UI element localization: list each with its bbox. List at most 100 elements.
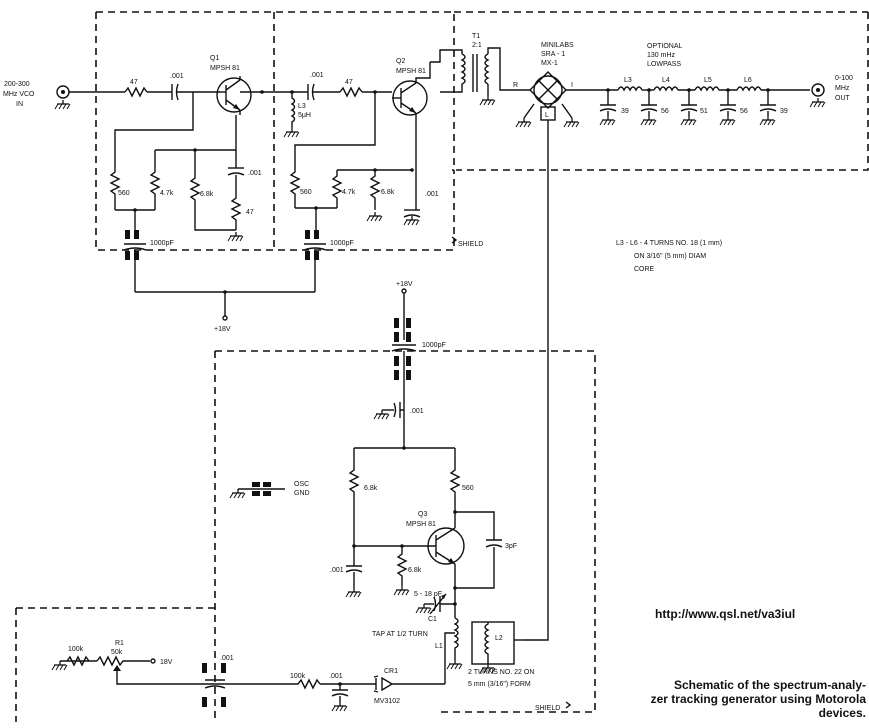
c001-g-label: .001 (329, 673, 343, 680)
out-label-3: OUT (835, 95, 851, 102)
v18-bot-label: 18V (160, 659, 173, 666)
vco-input-label-1: 200-300 (4, 81, 30, 88)
c39a-label: 39 (621, 108, 629, 115)
caption-line-1: Schematic of the spectrum-analy- (673, 678, 866, 692)
q2-type: MPSH 81 (396, 68, 426, 75)
l2-note-2: 5 mm (3/16") FORM (468, 681, 531, 688)
transistor-q1 (216, 76, 252, 115)
c001-b-label: .001 (330, 567, 344, 574)
r6k8-a-label: 6.8k (200, 191, 214, 198)
resistor-47-input (124, 86, 148, 98)
c001-mid-label: .001 (310, 72, 324, 79)
varactor-shield-box (15, 607, 215, 722)
tap-label: TAP AT 1/2 TURN (372, 631, 428, 638)
capacitor-001-g (331, 684, 349, 712)
c3pf-label: 3pF (505, 543, 517, 550)
q1-label: Q1 (210, 55, 219, 62)
feedthrough-cap-2 (303, 230, 327, 292)
feedthrough-cap-ft (202, 663, 226, 707)
l1-label: L1 (435, 643, 443, 650)
c001-e2-label: .001 (425, 191, 439, 198)
transistor-q2 (392, 80, 428, 116)
lpf-label-3: LOWPASS (647, 61, 681, 68)
mixer-r-label: R (513, 82, 518, 89)
choke-l3 (283, 92, 300, 138)
capacitor-001-e1 (227, 167, 245, 176)
coil-note-2: ON 3/16" (5 mm) DIAM (634, 253, 706, 260)
resistor-47-e1 (230, 175, 242, 230)
resistor-100k-b (235, 678, 321, 690)
top-shield-box (95, 11, 869, 251)
feedthrough-cap-osc (391, 318, 417, 380)
resistor-6k8-a (189, 150, 236, 231)
r6k8-c-label: 6.8k (364, 485, 378, 492)
q3-type: MPSH 81 (406, 521, 436, 528)
ft2-label: 1000pF (330, 240, 354, 247)
r100k-b-label: 100k (290, 673, 306, 680)
t1-ratio: 2:1 (472, 42, 482, 49)
c51-label: 51 (700, 108, 708, 115)
v18-top-label: +18V (214, 326, 231, 333)
r4k7-b-label: 4.7k (342, 189, 356, 196)
osc-gnd-label-2: GND (294, 490, 310, 497)
shield-bot-label: SHIELD (535, 705, 560, 712)
resistor-560-a (109, 150, 121, 210)
c56b-label: 56 (740, 108, 748, 115)
out-label-1: 0-100 (835, 75, 853, 82)
transistor-q3 (402, 527, 465, 565)
shield-top-label: SHIELD (458, 241, 483, 248)
resistor-100k-a (66, 655, 90, 667)
l3-label: L3 (624, 77, 632, 84)
capacitor-001-b (345, 546, 363, 598)
c1-value-label: 5 - 18 pF (414, 591, 442, 598)
mixer-label-3: MX-1 (541, 60, 558, 67)
c001-ft-label: .001 (220, 655, 234, 662)
osc-gnd-label-1: OSC (294, 481, 309, 488)
osc-gnd-symbol (229, 482, 285, 499)
l5-label: L5 (704, 77, 712, 84)
capacitor-001-osc (373, 402, 404, 420)
c001-osc-label: .001 (410, 408, 424, 415)
caption-line-2: zer tracking generator using Motorola (650, 692, 866, 706)
r560-a-label: 560 (118, 190, 130, 197)
cr1-label: CR1 (384, 668, 398, 675)
q1-type: MPSH 81 (210, 65, 240, 72)
v18-osc-label: +18V (396, 281, 413, 288)
r6k8-b-label: 6.8k (381, 189, 395, 196)
t1-label: T1 (472, 33, 480, 40)
coil-note-1: L3 - L6 - 4 TURNS NO. 18 (1 mm) (616, 240, 722, 247)
vco-input-label-2: MHz VCO (3, 91, 35, 98)
capacitor-3pf (455, 539, 503, 589)
c1-ref-label: C1 (428, 616, 437, 623)
lpf-label-1: OPTIONAL (647, 43, 683, 50)
coil-note-3: CORE (634, 266, 655, 273)
mixer-label-2: SRA - 1 (541, 51, 565, 58)
c001-e1-label: .001 (248, 170, 262, 177)
capacitor-001-input-label: .001 (170, 73, 184, 80)
r100k-a-label: 100k (68, 646, 84, 653)
r560-b-label: 560 (300, 189, 312, 196)
resistor-47-input-label: 47 (130, 79, 138, 86)
r1-label: R1 (115, 640, 124, 647)
feedthrough-cap-1 (123, 230, 147, 292)
mixer-i-label: I (571, 82, 573, 89)
mixer-l-label: L (545, 112, 549, 119)
vco-input-connector (54, 85, 71, 110)
l3-choke-label-1: L3 (298, 103, 306, 110)
mixer-label-1: MINILABS (541, 42, 574, 49)
r47-mid-label: 47 (345, 79, 353, 86)
resistor-4k7-a (149, 150, 161, 210)
varactor-cr1 (373, 675, 394, 693)
l2-note-1: 2 TURNS NO. 22 ON (468, 669, 534, 676)
resistor-6k8-c (348, 448, 360, 546)
resistor-560-b (289, 160, 301, 208)
r47-e1-label: 47 (246, 209, 254, 216)
figure-caption: Schematic of the spectrum-analy- zer tra… (604, 678, 866, 720)
resistor-6k8-b (369, 170, 381, 210)
c56a-label: 56 (661, 108, 669, 115)
q2-label: Q2 (396, 58, 405, 65)
inductor-l2 (471, 621, 524, 674)
r560-c-label: 560 (462, 485, 474, 492)
l3-choke-label-2: 5μH (298, 112, 311, 119)
